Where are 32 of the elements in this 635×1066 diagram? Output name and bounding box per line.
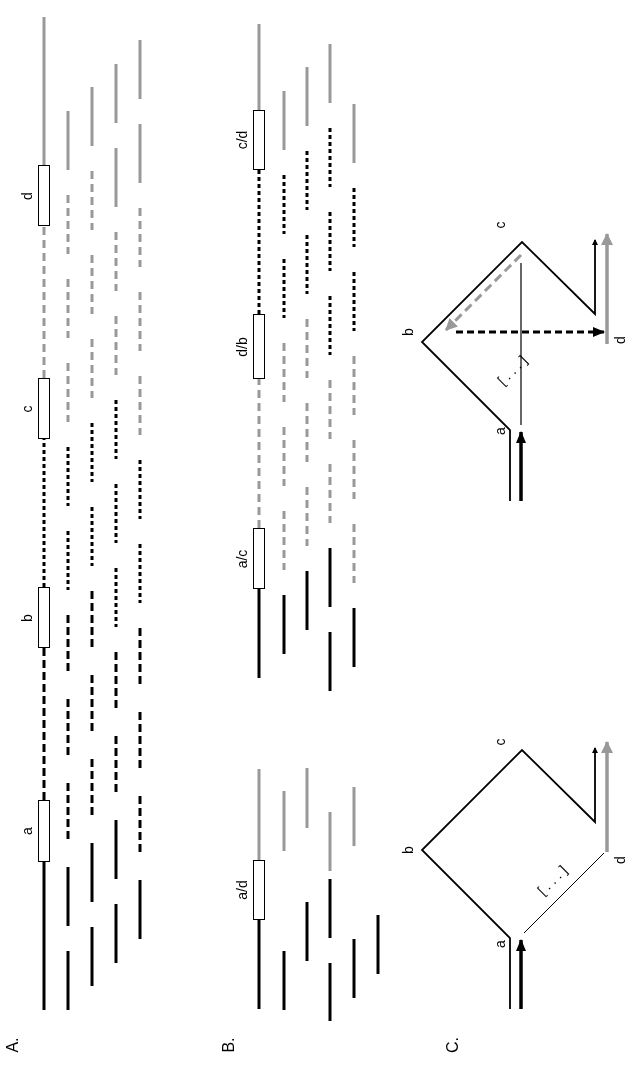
- reference-line: [42, 226, 46, 378]
- segment-label: d: [20, 191, 34, 200]
- vertex-label: b: [401, 846, 415, 854]
- segment-label: c: [20, 405, 34, 412]
- segment-label: a: [20, 827, 34, 835]
- reference-line: [257, 589, 261, 678]
- reference-line: [257, 769, 261, 860]
- segment-label: c/d: [235, 130, 249, 150]
- reference-line: [257, 24, 261, 110]
- reference-line: [42, 862, 46, 1010]
- vertex-label: a: [493, 427, 507, 435]
- reference-line: [257, 170, 261, 314]
- vertex-label: b: [401, 328, 415, 336]
- segment-label: a/d: [235, 880, 249, 900]
- reference-line: [42, 17, 46, 165]
- reference-line: [42, 439, 46, 587]
- vertex-label: d: [613, 336, 627, 344]
- segment-label: d/b: [235, 336, 249, 357]
- vertex-label: a: [493, 940, 507, 948]
- reference-line: [257, 920, 261, 1009]
- segment-label: b: [20, 613, 34, 622]
- vertex-label: c: [493, 221, 507, 229]
- vertex-label: d: [613, 856, 627, 864]
- panel-label: A.: [6, 1037, 20, 1053]
- ellipsis-label: [ . . . ]: [494, 352, 530, 388]
- reference-line: [257, 379, 261, 528]
- segment-label: a/c: [235, 549, 249, 568]
- panel-label: C.: [446, 1037, 460, 1053]
- panel-label: B.: [222, 1037, 236, 1053]
- vertex-label: c: [493, 738, 507, 746]
- reference-line: [42, 648, 46, 800]
- ellipsis-label: [ . . . ]: [534, 862, 570, 898]
